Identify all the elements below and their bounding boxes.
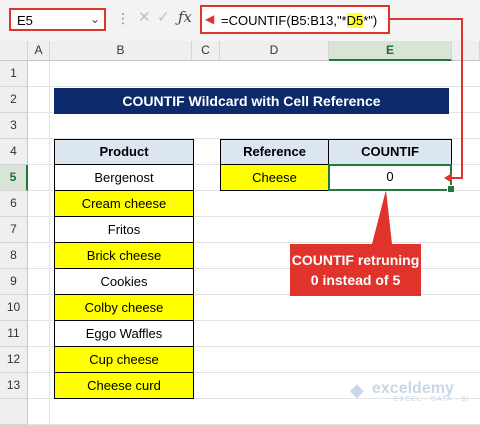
watermark: ◆ exceldemy EXCEL · DATA · BI (350, 380, 470, 403)
logo-icon: ◆ (350, 380, 364, 400)
more-options-icon[interactable]: ⋮ (116, 10, 130, 26)
countif-result-cell[interactable]: 0 (328, 164, 452, 191)
row-header-10[interactable]: 10 (0, 295, 28, 321)
row-header-1[interactable]: 1 (0, 61, 28, 87)
product-cell[interactable]: Cookies (54, 269, 194, 295)
countif-header[interactable]: COUNTIF (328, 139, 452, 165)
callout-box: COUNTIF retruning 0 instead of 5 (290, 244, 421, 296)
sheet-title: COUNTIF Wildcard with Cell Reference (54, 88, 449, 114)
reference-header[interactable]: Reference (220, 139, 329, 165)
column-header-c[interactable]: C (192, 41, 220, 61)
row-header-5[interactable]: 5 (0, 165, 28, 191)
product-cell[interactable]: Cream cheese (54, 191, 194, 217)
column-header-e[interactable]: E (329, 41, 452, 61)
insert-function-icon[interactable]: ƒx (178, 8, 193, 26)
product-cell[interactable]: Fritos (54, 217, 194, 243)
row-header-6[interactable]: 6 (0, 191, 28, 217)
row-header-4[interactable]: 4 (0, 139, 28, 165)
row-header-9[interactable]: 9 (0, 269, 28, 295)
product-cell[interactable]: Cheese curd (54, 373, 194, 399)
watermark-tagline: EXCEL · DATA · BI (394, 396, 470, 403)
select-all-corner[interactable] (0, 41, 28, 61)
arrow-left-icon: ◀ (205, 12, 215, 26)
row-header-8[interactable]: 8 (0, 243, 28, 269)
formula-input[interactable]: ◀ =COUNTIF(B5:B13,"*D5*") (200, 5, 390, 34)
row-header-2[interactable]: 2 (0, 87, 28, 113)
enter-icon[interactable]: ✓ (157, 9, 170, 26)
chevron-down-icon[interactable]: ⌄ (89, 12, 100, 26)
formula-bar-area: E5 ⌄ ⋮ ✕ ✓ ƒx ◀ =COUNTIF(B5:B13,"*D5*") (0, 0, 480, 42)
row-header-13[interactable]: 13 (0, 373, 28, 399)
cancel-icon[interactable]: ✕ (138, 9, 151, 26)
product-cell[interactable]: Bergenost (54, 165, 194, 191)
product-cell[interactable]: Eggo Waffles (54, 321, 194, 347)
row-header-3[interactable]: 3 (0, 113, 28, 139)
product-header[interactable]: Product (54, 139, 194, 165)
product-cell[interactable]: Cup cheese (54, 347, 194, 373)
row-header-14[interactable] (0, 399, 28, 425)
formula-highlight: D5 (346, 13, 364, 28)
product-cell[interactable]: Brick cheese (54, 243, 194, 269)
reference-cell[interactable]: Cheese (220, 165, 329, 191)
fill-handle[interactable] (447, 185, 455, 193)
watermark-brand: exceldemy (372, 380, 454, 397)
column-header-f[interactable] (452, 41, 480, 61)
column-header-a[interactable]: A (28, 41, 50, 61)
column-header-d[interactable]: D (220, 41, 329, 61)
name-box[interactable]: E5 ⌄ (9, 8, 106, 31)
row-header-7[interactable]: 7 (0, 217, 28, 243)
formula-text: =COUNTIF(B5:B13,"*D5*") (221, 13, 378, 28)
name-box-value: E5 (17, 13, 33, 28)
column-header-b[interactable]: B (50, 41, 192, 61)
row-header-12[interactable]: 12 (0, 347, 28, 373)
product-cell[interactable]: Colby cheese (54, 295, 194, 321)
row-header-11[interactable]: 11 (0, 321, 28, 347)
